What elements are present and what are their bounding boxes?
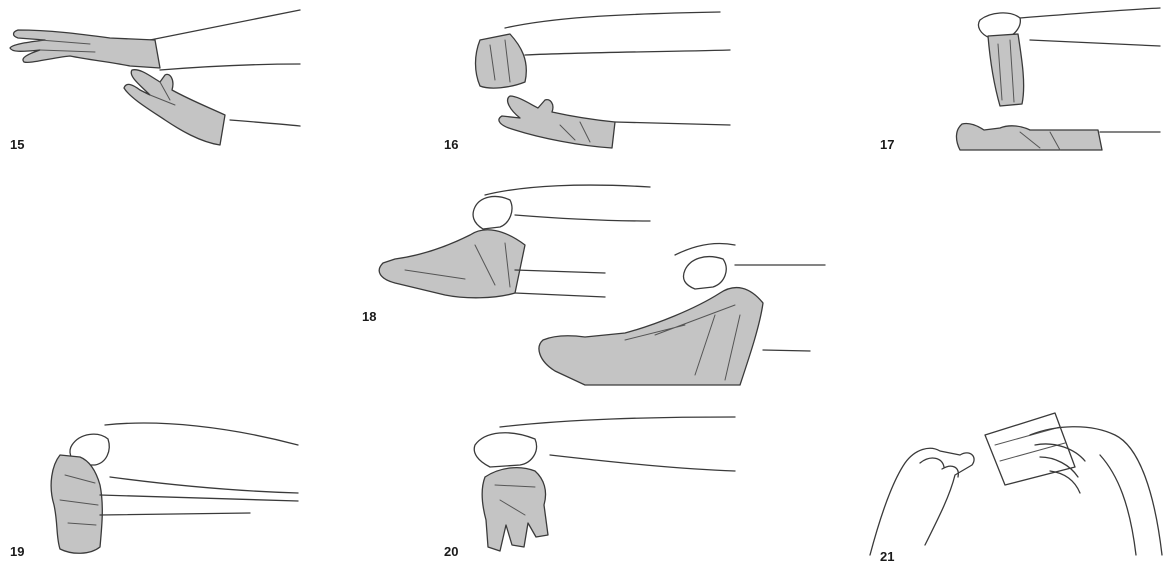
step-17-number: 17 (880, 138, 894, 151)
step-20-number: 20 (444, 545, 458, 558)
step-15-illustration: 15 (0, 0, 310, 160)
step-18-illustration: 18 (355, 175, 830, 390)
step-20-illustration: 20 (440, 405, 750, 564)
step-19-number: 19 (10, 545, 24, 558)
step-15-drawing (0, 0, 310, 160)
step-21-number: 21 (880, 550, 894, 563)
step-15-number: 15 (10, 138, 24, 151)
step-19-drawing (0, 405, 310, 564)
step-16-drawing (440, 0, 740, 160)
step-17-illustration: 17 (870, 0, 1170, 160)
step-19-illustration: 19 (0, 405, 310, 564)
step-18-drawing (355, 175, 830, 390)
step-20-drawing (440, 405, 750, 564)
step-21-drawing (860, 405, 1170, 564)
step-18-number: 18 (362, 310, 376, 323)
step-17-drawing (870, 0, 1170, 160)
step-16-illustration: 16 (440, 0, 740, 160)
step-21-illustration: 21 (860, 405, 1170, 564)
step-16-number: 16 (444, 138, 458, 151)
